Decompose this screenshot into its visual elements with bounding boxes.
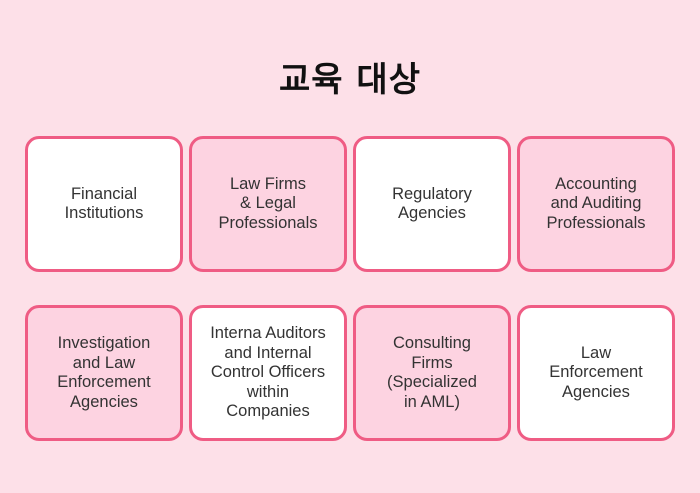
card-law-firms: Law Firms & Legal Professionals xyxy=(189,136,347,272)
card-label: Consulting Firms (Specialized in AML) xyxy=(387,334,477,411)
card-accounting-auditing: Accounting and Auditing Professionals xyxy=(517,136,675,272)
card-investigation-agencies: Investigation and Law Enforcement Agenci… xyxy=(25,305,183,441)
card-label: Investigation and Law Enforcement Agenci… xyxy=(57,334,151,411)
audience-grid: Financial Institutions Law Firms & Legal… xyxy=(25,136,675,441)
card-label: Financial Institutions xyxy=(64,184,144,223)
page-title: 교육 대상 xyxy=(279,60,421,100)
card-label: Law Enforcement Agencies xyxy=(549,343,643,401)
card-law-enforcement: Law Enforcement Agencies xyxy=(517,305,675,441)
card-financial-institutions: Financial Institutions xyxy=(25,136,183,272)
card-label: Accounting and Auditing Professionals xyxy=(546,174,646,232)
card-internal-auditors: Interna Auditors and Internal Control Of… xyxy=(189,305,347,441)
card-label: Regulatory Agencies xyxy=(392,184,472,223)
card-label: Interna Auditors and Internal Control Of… xyxy=(210,324,326,421)
card-consulting-firms: Consulting Firms (Specialized in AML) xyxy=(353,305,511,441)
card-label: Law Firms & Legal Professionals xyxy=(218,174,318,232)
card-regulatory-agencies: Regulatory Agencies xyxy=(353,136,511,272)
